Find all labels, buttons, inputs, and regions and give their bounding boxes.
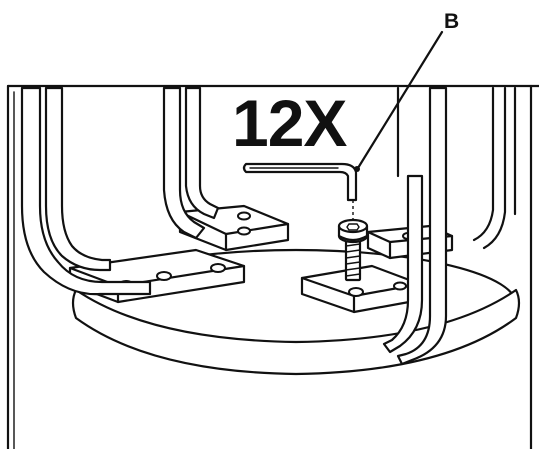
- back-leg-tubes: [472, 86, 517, 250]
- plate-hole-icon: [156, 271, 172, 281]
- plate-hole-icon: [393, 281, 407, 291]
- plate-hole-icon: [348, 287, 364, 297]
- center-leg-tube: [162, 86, 220, 240]
- plate-hole-icon: [237, 211, 251, 221]
- tabletop-frame: [6, 84, 539, 449]
- plate-hole-icon: [237, 226, 251, 236]
- plate-hole-icon: [210, 263, 226, 273]
- quantity-label: 12X: [232, 86, 347, 160]
- part-callout-leader: [354, 30, 444, 172]
- part-callout-label: B: [444, 10, 459, 33]
- hex-key-icon: [242, 162, 358, 202]
- bolt-icon: [337, 218, 369, 282]
- right-leg-tube: [382, 86, 448, 366]
- left-leg-tube: [20, 86, 152, 296]
